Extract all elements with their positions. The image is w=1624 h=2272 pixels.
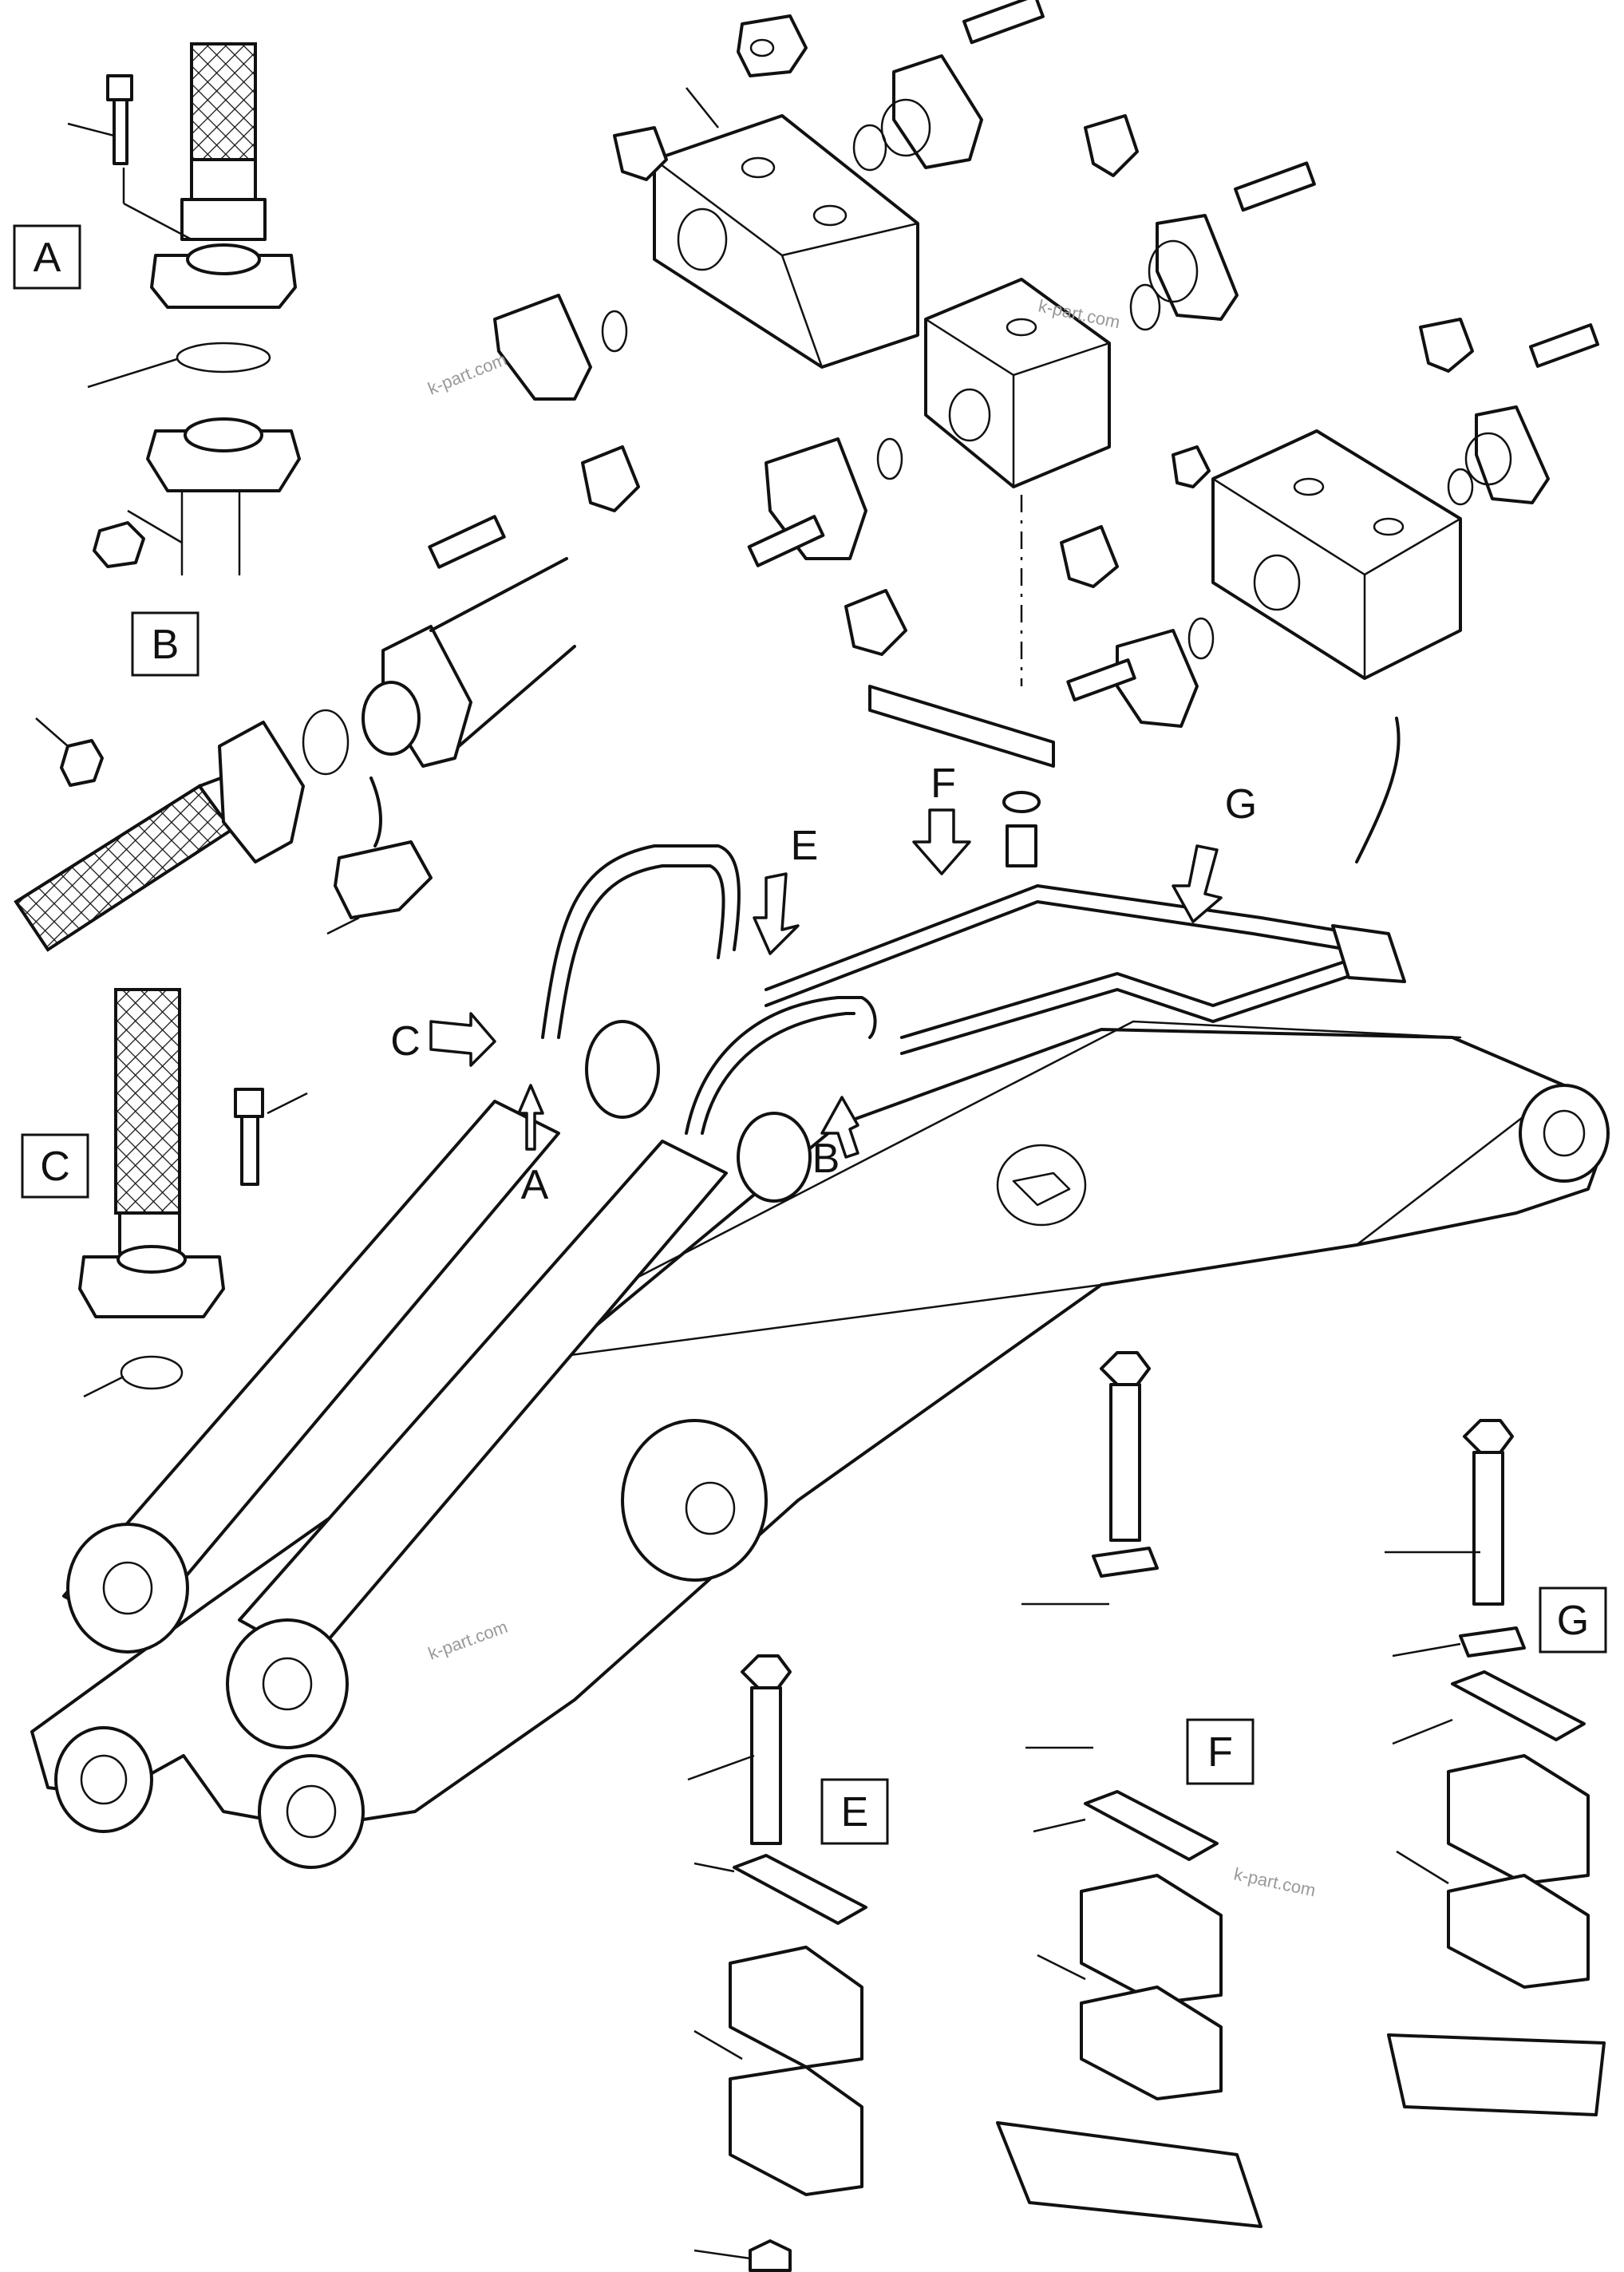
o-ring-icon bbox=[176, 342, 271, 373]
label-e: E bbox=[841, 1789, 869, 1835]
boom-arm bbox=[30, 1020, 1610, 1869]
detail-b-hose-assembly bbox=[14, 515, 576, 952]
callout-a: A bbox=[521, 1162, 549, 1208]
o-ring-icon bbox=[302, 709, 350, 776]
arrow-c-icon bbox=[429, 1012, 496, 1067]
detail-f-clamp-assembly bbox=[996, 1351, 1262, 2228]
callout-e: E bbox=[791, 823, 819, 869]
arrow-a-icon bbox=[517, 1084, 544, 1151]
callout-b: B bbox=[812, 1136, 840, 1182]
fittings-group bbox=[493, 0, 1600, 867]
detail-g-clamp-assembly bbox=[1385, 1419, 1606, 2116]
valve-block-right bbox=[1211, 429, 1462, 680]
valve-block-left bbox=[653, 87, 919, 369]
bolt-icon bbox=[428, 515, 506, 569]
callout-c: C bbox=[390, 1018, 421, 1065]
detail-a-flange-assembly bbox=[67, 42, 301, 576]
arrow-f-icon bbox=[912, 808, 971, 875]
arrow-b-icon bbox=[820, 1096, 859, 1159]
washer-icon bbox=[1459, 1626, 1526, 1658]
washer-icon bbox=[1092, 1547, 1159, 1578]
label-b: B bbox=[152, 622, 180, 668]
label-f-box: F bbox=[1186, 1718, 1255, 1785]
hose-routing bbox=[541, 717, 1406, 1135]
detail-c-flange-assembly bbox=[78, 988, 308, 1398]
label-f: F bbox=[1207, 1729, 1233, 1776]
label-e-box: E bbox=[820, 1778, 889, 1845]
mounting-plate-icon bbox=[868, 685, 1055, 768]
label-a-box: A bbox=[13, 224, 81, 290]
callout-f: F bbox=[931, 761, 956, 807]
nut-icon bbox=[93, 521, 145, 568]
nut-icon bbox=[60, 739, 104, 787]
label-g-box: G bbox=[1539, 1586, 1607, 1654]
watermark-1: k-part.com bbox=[425, 350, 510, 399]
callout-arrows bbox=[429, 808, 1223, 1159]
o-ring-icon bbox=[120, 1355, 184, 1390]
bolt-icon bbox=[1006, 824, 1037, 867]
callout-g: G bbox=[1225, 781, 1257, 828]
arrow-g-icon bbox=[1172, 844, 1223, 923]
detail-e-clamp-assembly bbox=[687, 1654, 867, 2272]
label-b-box: B bbox=[131, 611, 200, 677]
label-c-box: C bbox=[21, 1133, 89, 1199]
label-c: C bbox=[40, 1144, 70, 1190]
watermark-4: k-part.com bbox=[1232, 1863, 1318, 1900]
washer-icon bbox=[1002, 791, 1041, 813]
nut-icon bbox=[749, 2239, 792, 2272]
label-a: A bbox=[34, 235, 61, 281]
arrow-e-icon bbox=[753, 872, 800, 955]
label-g: G bbox=[1557, 1598, 1589, 1644]
valve-block-center bbox=[924, 278, 1111, 488]
